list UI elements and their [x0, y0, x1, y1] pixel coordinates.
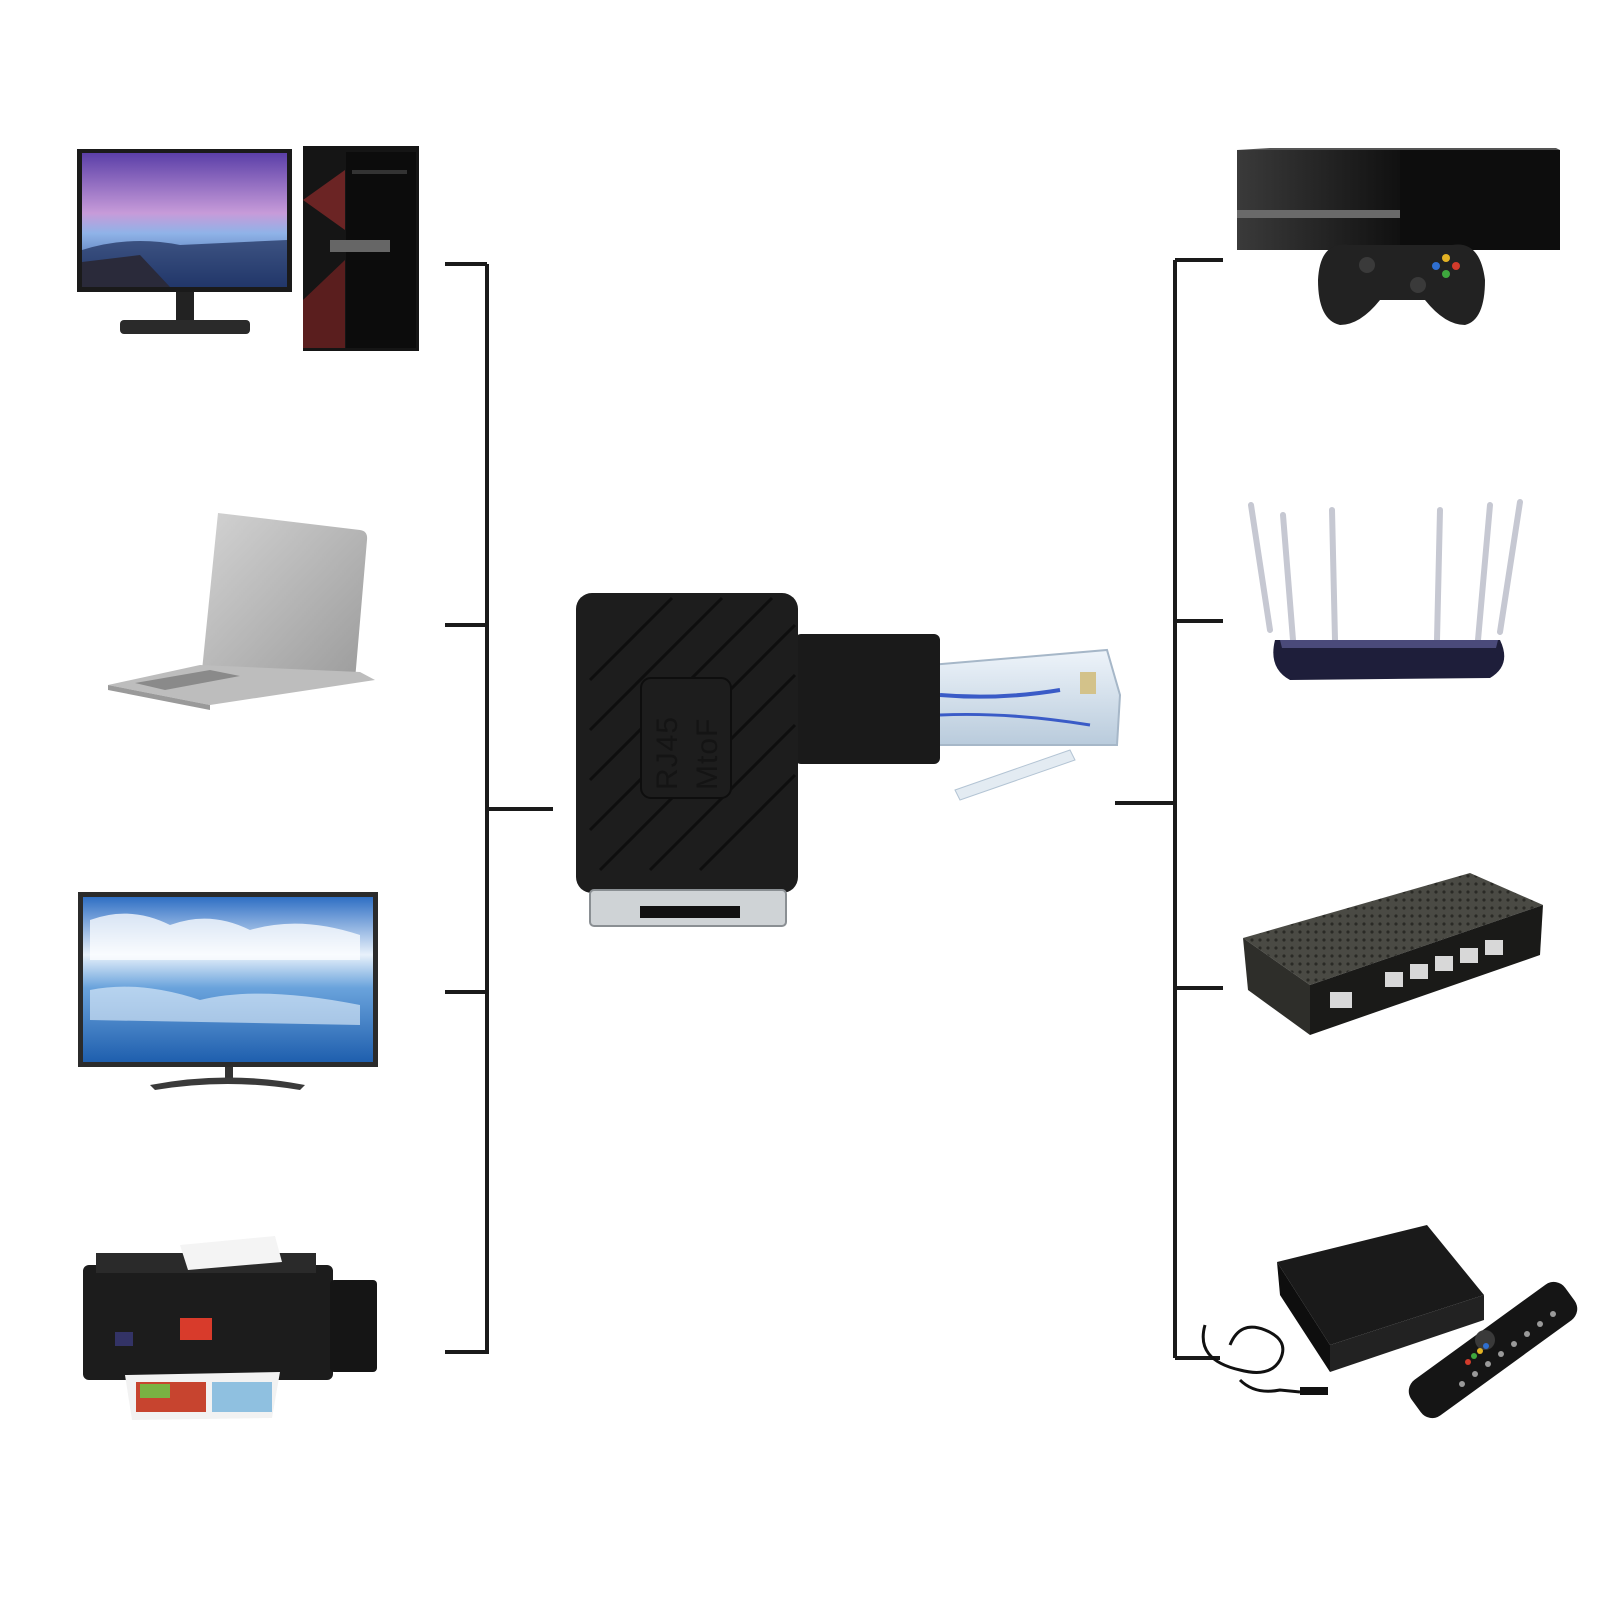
adapter-body: RJ45 MtoF [576, 593, 798, 893]
set-top-box-icon [1201, 1225, 1578, 1419]
television-icon [78, 892, 378, 1090]
rj45-jack [589, 889, 787, 927]
printer-icon [83, 1236, 377, 1420]
network-switch-icon [1243, 873, 1543, 1035]
laptop-icon [108, 513, 375, 710]
left-bracket-lines [445, 262, 553, 1354]
rj45-adapter: RJ45 MtoF [576, 593, 1122, 927]
wifi-router-icon [1248, 499, 1523, 680]
right-bracket-lines [1115, 258, 1223, 1360]
adapter-label-line2: MtoF [691, 718, 724, 790]
game-console-icon [1237, 148, 1560, 325]
rj45-plug [929, 648, 1122, 801]
desktop-computer-icon [77, 146, 419, 351]
adapter-label-line1: RJ45 [651, 716, 684, 790]
